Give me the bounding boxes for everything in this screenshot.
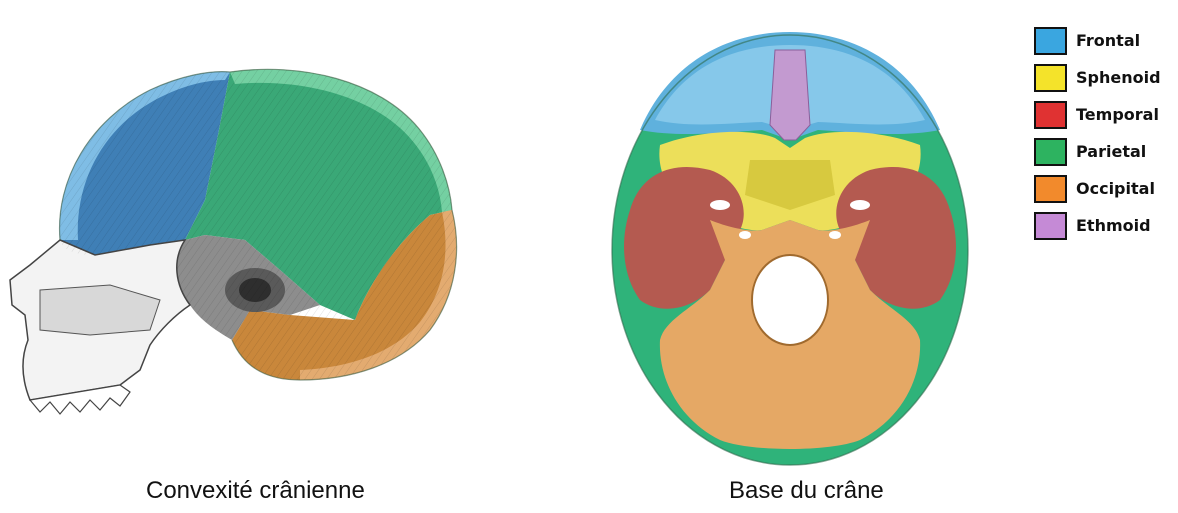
legend-label-sphenoid: Sphenoid: [1076, 68, 1161, 87]
legend-swatch-frontal: [1034, 27, 1067, 55]
skull-base-view: [600, 20, 990, 470]
legend-label-parietal: Parietal: [1076, 142, 1146, 161]
foramen-magnum: [752, 255, 828, 345]
legend-swatch-sphenoid: [1034, 64, 1067, 92]
legend-label-temporal: Temporal: [1076, 105, 1159, 124]
legend-label-occipital: Occipital: [1076, 179, 1155, 198]
skull-lateral-illustration: [0, 40, 480, 470]
legend-swatch-parietal: [1034, 138, 1067, 166]
legend-label-frontal: Frontal: [1076, 31, 1140, 50]
skull-lateral-view: [0, 40, 480, 470]
legend-swatch-occipital: [1034, 175, 1067, 203]
legend-label-ethmoid: Ethmoid: [1076, 216, 1151, 235]
caption-skull-base: Base du crâne: [729, 477, 884, 505]
ethmoid-plate: [770, 50, 810, 140]
caption-skull-lateral: Convexité crânienne: [146, 477, 365, 505]
legend-swatch-ethmoid: [1034, 212, 1067, 240]
legend-swatch-temporal: [1034, 101, 1067, 129]
skull-base-illustration: [600, 20, 990, 470]
